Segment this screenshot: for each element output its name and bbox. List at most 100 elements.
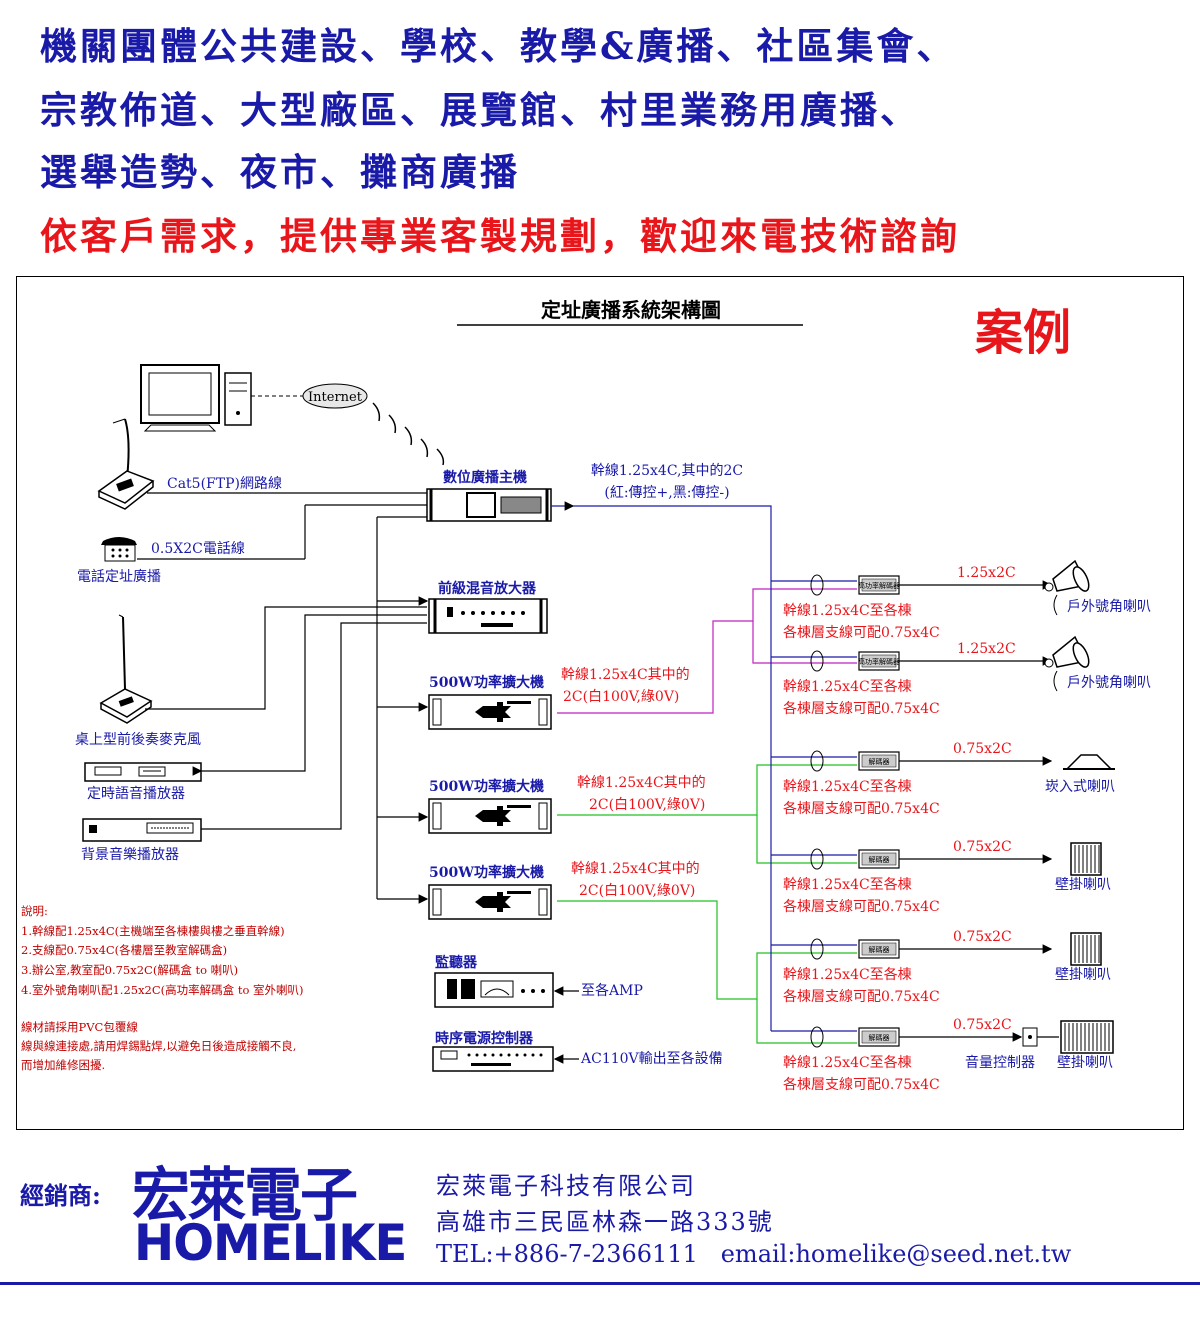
note-line: 線與線連接處,請用焊錫點焊,以避免日後造成接觸不良, — [21, 1039, 296, 1053]
preamp-label: 前級混音放大器 — [438, 580, 537, 597]
dealer-label: 經銷商: — [20, 1181, 101, 1210]
telephone-icon — [101, 537, 137, 562]
branch-label-1: 幹線1.25x4C至各棟 — [783, 876, 912, 893]
power-sequencer-icon — [432, 1046, 554, 1072]
cable-clamp-icon — [810, 650, 824, 672]
volume-controller-icon — [1022, 1027, 1059, 1047]
wire-label: 1.25x2C — [957, 565, 1016, 581]
branch-label-1: 幹線1.25x4C至各棟 — [783, 778, 912, 795]
amp3-trunk-label-1: 幹線1.25x4C其中的 — [571, 860, 700, 877]
wireless-signal-icon — [372, 402, 445, 466]
amp2-trunk-label-2: 2C(白100V,綠0V) — [589, 797, 705, 813]
branch-label-2: 各棟層支線可配0.75x4C — [783, 701, 940, 717]
wall-speaker-icon — [1060, 1020, 1114, 1054]
main-unit-label: 數位廣播主機 — [443, 469, 527, 486]
wall-speaker-icon — [1070, 842, 1102, 876]
amp-label-1: 500W功率擴大機 — [429, 674, 544, 691]
power-amplifier-icon — [428, 884, 552, 920]
branch-label-2: 各棟層支線可配0.75x4C — [783, 989, 940, 1005]
desk-microphone-icon — [99, 614, 153, 724]
wire-label: 0.75x2C — [953, 741, 1012, 757]
cable-clamp-icon — [810, 938, 824, 960]
headline-line-3: 選舉造勢、夜市、攤商廣播 — [40, 150, 520, 194]
wire-label: 0.75x2C — [953, 1017, 1012, 1033]
note-line: 說明: — [21, 904, 48, 918]
internet-cloud-icon: Internet — [302, 383, 368, 409]
speaker-label: 壁掛喇叭 — [1057, 1055, 1113, 1071]
ceiling-speaker-icon — [1063, 754, 1115, 770]
speaker-label: 戶外號角喇叭 — [1067, 599, 1151, 615]
company-address: 高雄市三民區林森一路333號 — [436, 1208, 774, 1236]
bgm-player-label: 背景音樂播放器 — [81, 846, 179, 863]
wire-label: 0.75x2C — [953, 839, 1012, 855]
company-name: 宏萊電子科技有限公司 — [436, 1172, 696, 1200]
volume-label: 音量控制器 — [965, 1054, 1035, 1071]
decoder-row: 高功率解碼器1.25x2C幹線1.25x4C至各棟各棟層支線可配0.75x4C戶… — [783, 559, 1151, 641]
timer-player-label: 定時語音播放器 — [87, 785, 185, 802]
power-seq-label: 時序電源控制器 — [435, 1030, 534, 1047]
amp1-trunk-label-1: 幹線1.25x4C其中的 — [561, 666, 690, 683]
note-line: 2.支線配0.75x4C(各樓層至教室解碼盒) — [21, 943, 227, 957]
logo-chinese: 宏萊電子 — [132, 1161, 358, 1229]
branch-label-2: 各棟層支線可配0.75x4C — [783, 899, 940, 915]
cable-clamp-icon — [810, 1026, 824, 1048]
decoder-text: 解碼器 — [869, 757, 890, 766]
diagram-title: 定址廣播系統架構圖 — [541, 298, 721, 322]
digital-broadcast-host-icon — [426, 488, 552, 522]
desk-mic-label: 桌上型前後奏麥克風 — [75, 731, 201, 748]
amp-label-2: 500W功率擴大機 — [429, 778, 544, 795]
footer-rule — [0, 1282, 1200, 1285]
ac-out-label: AC110V輸出至各設備 — [580, 1051, 723, 1067]
amp2-trunk-label-1: 幹線1.25x4C其中的 — [577, 774, 706, 791]
case-label: 案例 — [975, 305, 1071, 361]
note-line: 線材請採用PVC包覆線 — [21, 1020, 138, 1034]
amp1-trunk-label-2: 2C(白100V,綠0V) — [563, 689, 679, 705]
horn-speaker-icon — [1044, 635, 1090, 692]
decoder-text: 解碼器 — [869, 1033, 890, 1042]
headline-line-4: 依客戶需求，提供專業客製規劃，歡迎來電技術諮詢 — [40, 214, 960, 258]
cable-clamp-icon — [810, 750, 824, 772]
phone-line-label: 0.5X2C電話線 — [151, 540, 245, 557]
wire-label: 1.25x2C — [957, 641, 1016, 657]
decoder-text: 解碼器 — [869, 855, 890, 864]
company-contact: TEL:+886-7-2366111 email:homelike@seed.n… — [436, 1240, 1072, 1268]
diagram-frame: 定址廣播系統架構圖 案例 Internet Cat5(FTP)網路線 0.5X2… — [16, 276, 1184, 1130]
cat5-label: Cat5(FTP)網路線 — [167, 476, 282, 492]
to-amp-label: 至各AMP — [581, 983, 643, 999]
note-line: 1.幹線配1.25x4C(主機端至各棟樓與樓之垂直幹線) — [21, 924, 285, 938]
note-line: 4.室外號角喇叭配1.25x2C(高功率解碼盒 to 室外喇叭) — [21, 983, 304, 997]
bgm-player-icon — [82, 818, 202, 842]
svg-text:Internet: Internet — [308, 390, 363, 405]
trunk-main-label-2: (紅:傳控+,黑:傳控-) — [604, 485, 729, 501]
branch-label-1: 幹線1.25x4C至各棟 — [783, 966, 912, 983]
decoder-text: 解碼器 — [869, 945, 890, 954]
monitor-label: 監聽器 — [435, 954, 478, 971]
speaker-label: 壁掛喇叭 — [1055, 967, 1111, 983]
speaker-label: 壁掛喇叭 — [1055, 877, 1111, 893]
branch-label-1: 幹線1.25x4C至各棟 — [783, 678, 912, 695]
amp-label-3: 500W功率擴大機 — [429, 864, 544, 881]
preamp-mixer-icon — [428, 598, 548, 634]
paging-console-icon — [97, 418, 155, 510]
power-amplifier-icon — [428, 798, 552, 834]
branch-label-2: 各棟層支線可配0.75x4C — [783, 1077, 940, 1093]
trunk-main-label-1: 幹線1.25x4C,其中的2C — [591, 462, 743, 479]
timer-player-icon — [84, 762, 202, 782]
note-line: 而增加維修困擾. — [21, 1058, 105, 1072]
horn-speaker-icon — [1044, 559, 1090, 616]
monitor-unit-icon — [434, 972, 554, 1008]
notes-block: 說明: 1.幹線配1.25x4C(主機端至各棟樓與樓之垂直幹線) 2.支線配0.75… — [21, 904, 304, 1072]
speaker-label: 戶外號角喇叭 — [1067, 675, 1151, 691]
speaker-label: 崁入式喇叭 — [1045, 779, 1115, 795]
decoder-row: 高功率解碼器1.25x2C幹線1.25x4C至各棟各棟層支線可配0.75x4C戶… — [783, 635, 1151, 717]
decoder-text: 高功率解碼器 — [858, 581, 900, 590]
wire-label: 0.75x2C — [953, 929, 1012, 945]
headline-line-2: 宗教佈道、大型廠區、展覽館、村里業務用廣播、 — [40, 88, 920, 132]
phone-paging-label: 電話定址廣播 — [77, 568, 161, 585]
logo-english: HOMELIKE — [134, 1214, 407, 1272]
decoder-row: 解碼器0.75x2C幹線1.25x4C至各棟各棟層支線可配0.75x4C壁掛喇叭… — [783, 1017, 1114, 1093]
power-amplifier-icon — [428, 694, 552, 730]
branch-label-2: 各棟層支線可配0.75x4C — [783, 801, 940, 817]
